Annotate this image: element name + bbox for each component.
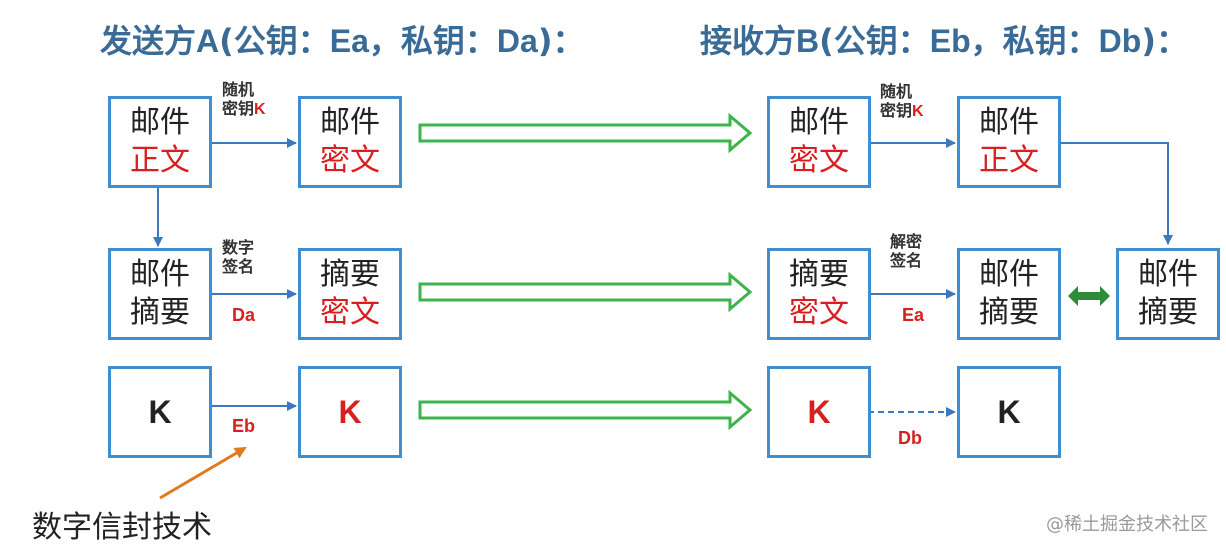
box-label: 密文 — [789, 295, 849, 330]
receiver-random-key-label: 随机 密钥K — [880, 82, 924, 120]
receiver-verify-label: 解密 签名 — [890, 232, 923, 270]
box-label: 密文 — [320, 295, 380, 330]
compare-double-arrow — [1068, 286, 1110, 306]
sender-encrypted-key-box: K — [298, 366, 402, 458]
receiver-mail-ciphertext-box: 邮件 密文 — [767, 96, 871, 188]
box-label: 邮件 — [130, 257, 190, 292]
box-label: 摘要 — [789, 257, 849, 292]
box-label: 摘要 — [1138, 295, 1198, 330]
receiver-title: 接收方B(公钥：Eb，私钥：Db)： — [700, 22, 1188, 60]
box-label: 邮件 — [130, 105, 190, 140]
sender-key-box: K — [108, 366, 212, 458]
sender-sign-key: Da — [232, 305, 256, 325]
box-label: 密文 — [320, 143, 380, 178]
receiver-envelope-key: Db — [898, 428, 922, 448]
receiver-verify-key: Ea — [902, 305, 925, 325]
box-label: 邮件 — [789, 105, 849, 140]
sender-envelope-key: Eb — [232, 416, 256, 436]
box-label: 邮件 — [320, 105, 380, 140]
sender-title: 发送方A(公钥：Ea，私钥：Da)： — [100, 22, 585, 60]
box-label: K — [807, 394, 831, 430]
sender-random-key-label: 随机 密钥K — [222, 80, 266, 118]
box-label: K — [148, 394, 172, 430]
receiver-digest-ciphertext-box: 摘要 密文 — [767, 248, 871, 340]
transfer-arrow-mail — [418, 112, 753, 154]
receiver-encrypted-key-box: K — [767, 366, 871, 458]
digital-envelope-annotation: 数字信封技术 — [32, 510, 212, 545]
receiver-key-box: K — [957, 366, 1061, 458]
box-label: 正文 — [130, 143, 190, 178]
transfer-arrow-key — [418, 389, 753, 431]
arrow-rehash-mail — [1057, 142, 1173, 245]
transfer-arrow-digest — [418, 271, 753, 313]
sender-mail-plaintext-box: 邮件 正文 — [108, 96, 212, 188]
sender-mail-ciphertext-box: 邮件 密文 — [298, 96, 402, 188]
box-label: 邮件 — [1138, 257, 1198, 292]
receiver-decrypted-digest-box: 邮件 摘要 — [957, 248, 1061, 340]
sender-digest-ciphertext-box: 摘要 密文 — [298, 248, 402, 340]
receiver-mail-plaintext-box: 邮件 正文 — [957, 96, 1061, 188]
box-label: 密文 — [789, 143, 849, 178]
box-label: 摘要 — [320, 257, 380, 292]
watermark: @稀土掘金技术社区 — [1046, 514, 1208, 535]
sender-sign-label: 数字 签名 — [222, 238, 255, 276]
box-label: K — [338, 394, 362, 430]
receiver-computed-digest-box: 邮件 摘要 — [1116, 248, 1220, 340]
box-label: K — [997, 394, 1021, 430]
box-label: 摘要 — [979, 295, 1039, 330]
sender-digest-box: 邮件 摘要 — [108, 248, 212, 340]
box-label: 邮件 — [979, 257, 1039, 292]
box-label: 邮件 — [979, 105, 1039, 140]
box-label: 正文 — [979, 143, 1039, 178]
box-label: 摘要 — [130, 295, 190, 330]
annotation-arrow — [159, 446, 247, 500]
